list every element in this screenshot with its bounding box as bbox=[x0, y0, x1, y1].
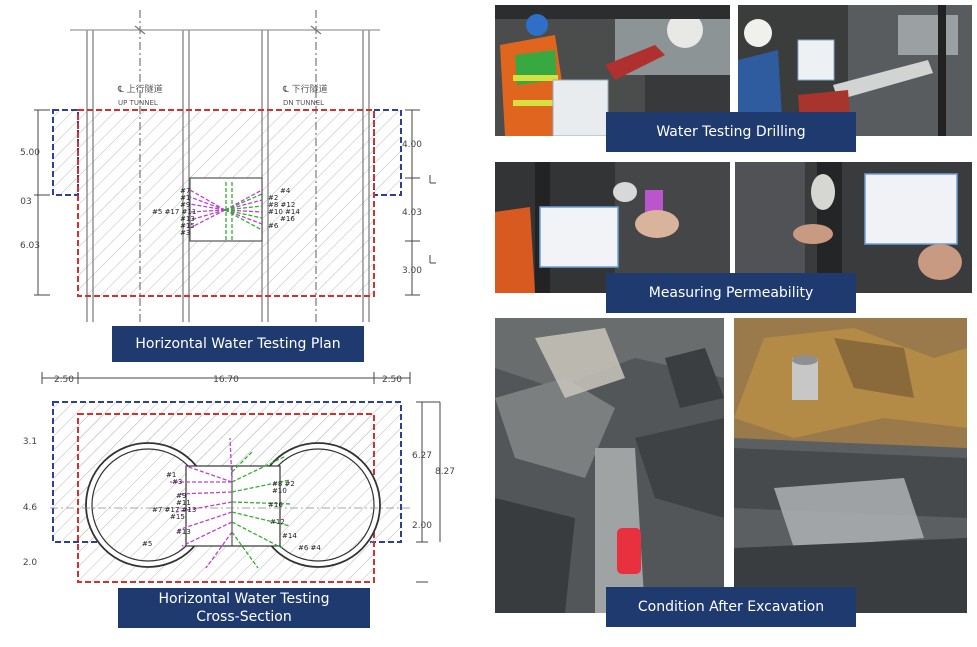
section-dim-right-1: 6.27 bbox=[412, 451, 432, 461]
section-label: #16 bbox=[268, 501, 283, 509]
photo-permeability-phone bbox=[495, 162, 730, 293]
caption-permeability-text: Measuring Permeability bbox=[648, 285, 814, 301]
plan-blue-right bbox=[373, 109, 402, 196]
caption-plan-text: Horizontal Water Testing Plan bbox=[135, 336, 341, 352]
section-drawing: 2.50 16.70 2.50 3.1 4.6 2.0 6.27 8.27 2.… bbox=[23, 372, 455, 583]
plan-dim-right-mid: 4.03 bbox=[402, 208, 422, 218]
caption-excavation: Condition After Excavation bbox=[606, 587, 856, 627]
section-label: #8 #2 bbox=[272, 480, 295, 488]
section-label: #15 bbox=[170, 513, 185, 521]
section-label: #1 bbox=[166, 471, 176, 479]
plan-label: #1 bbox=[180, 194, 190, 202]
plan-drawing: 5.00 03 6.03 4.00 4.03 3.00 ℄ 上行隧道 UP TU… bbox=[20, 10, 436, 322]
section-label: #14 bbox=[282, 532, 297, 540]
section-label: #13 bbox=[176, 528, 191, 536]
section-dim-right-2: 8.27 bbox=[435, 467, 455, 477]
plan-label: #4 bbox=[280, 187, 291, 195]
section-label: #10 bbox=[272, 487, 287, 495]
plan-label: #16 bbox=[280, 215, 295, 223]
plan-label: #15 bbox=[180, 222, 195, 230]
caption-section: Horizontal Water Testing Cross-Section bbox=[118, 588, 370, 628]
plan-label: #3 bbox=[180, 229, 190, 237]
photo-permeability-gauge bbox=[735, 162, 972, 293]
section-dim-left-2: 4.6 bbox=[23, 503, 38, 513]
plan-dn-tunnel-cn: ℄ 下行隧道 bbox=[282, 83, 328, 95]
section-dim-left-3: 2.0 bbox=[23, 558, 38, 568]
caption-excavation-text: Condition After Excavation bbox=[637, 599, 825, 615]
section-label: #12 bbox=[270, 518, 285, 526]
section-dim-top-mid: 16.70 bbox=[213, 375, 239, 385]
plan-up-tunnel-en: UP TUNNEL bbox=[118, 99, 158, 107]
plan-label: #9 bbox=[180, 201, 190, 209]
caption-section-line2: Cross-Section bbox=[196, 609, 292, 625]
section-label: #3 bbox=[172, 478, 182, 486]
caption-plan: Horizontal Water Testing Plan bbox=[112, 326, 364, 362]
plan-up-tunnel-cn: ℄ 上行隧道 bbox=[117, 83, 163, 95]
plan-dim-left-top: 5.00 bbox=[20, 148, 40, 158]
caption-drilling: Water Testing Drilling bbox=[606, 112, 856, 152]
photo-excavation-clay-face bbox=[734, 318, 967, 613]
plan-label: #10 #14 bbox=[268, 208, 300, 216]
caption-drilling-text: Water Testing Drilling bbox=[656, 124, 806, 140]
plan-blue-left bbox=[52, 109, 79, 196]
section-dim-right-3: 2.00 bbox=[412, 521, 432, 531]
section-label: #7 #17 #13 bbox=[152, 506, 196, 514]
plan-dim-right-bot: 3.00 bbox=[402, 266, 422, 276]
section-label: #9 bbox=[176, 492, 186, 500]
plan-dim-right-top: 4.00 bbox=[402, 140, 422, 150]
plan-dim-left-mid: 03 bbox=[20, 197, 31, 207]
section-label: #6 #4 bbox=[298, 544, 321, 552]
section-label: #5 bbox=[142, 540, 152, 548]
plan-red-outline bbox=[77, 109, 375, 297]
section-dim-left-1: 3.1 bbox=[23, 437, 37, 447]
plan-label: #8 #12 bbox=[268, 201, 295, 209]
section-label: #11 bbox=[176, 499, 191, 507]
plan-dn-tunnel-en: DN TUNNEL bbox=[283, 99, 324, 107]
section-dim-top-right: 2.50 bbox=[382, 375, 402, 385]
plan-label: #7 bbox=[180, 187, 190, 195]
plan-label: #6 bbox=[268, 222, 279, 230]
section-dim-top-left: 2.50 bbox=[54, 375, 74, 385]
caption-section-line1: Horizontal Water Testing bbox=[158, 591, 330, 607]
plan-label: #5 #17 #11 bbox=[152, 208, 196, 216]
plan-dim-left-bot: 6.03 bbox=[20, 241, 40, 251]
caption-permeability: Measuring Permeability bbox=[606, 273, 856, 313]
plan-label: #2 bbox=[268, 194, 278, 202]
plan-label: #13 bbox=[180, 215, 195, 223]
photo-excavation-rock-face bbox=[495, 318, 724, 613]
